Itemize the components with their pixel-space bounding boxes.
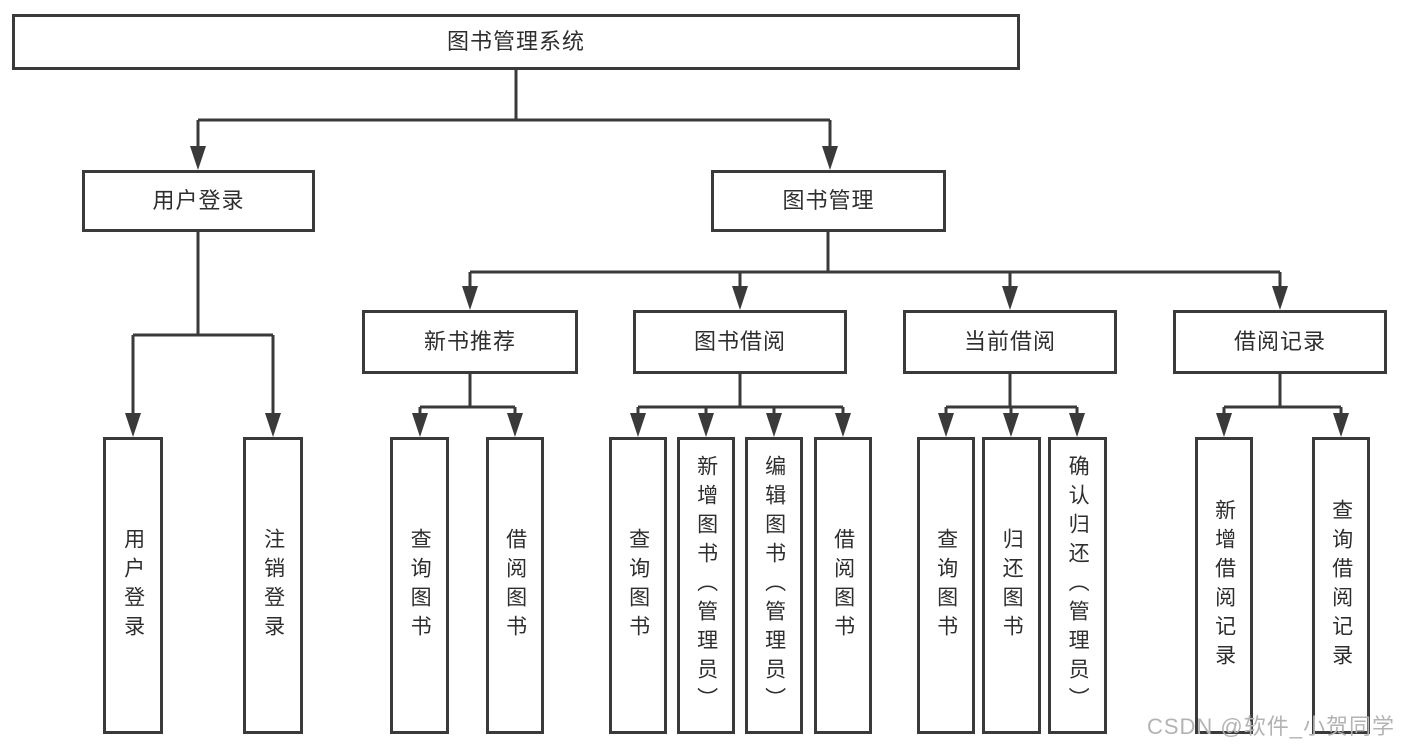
connector-path bbox=[131, 70, 1343, 416]
node-library-management-system: 图书管理系统 bbox=[12, 14, 1020, 70]
arrowhead bbox=[190, 146, 206, 170]
arrowheads bbox=[125, 146, 1349, 437]
arrowhead bbox=[1003, 413, 1019, 437]
node-borrow-books-recommend: 借阅图书 bbox=[486, 437, 544, 734]
arrowhead bbox=[507, 413, 523, 437]
arrowhead bbox=[1216, 413, 1232, 437]
arrowhead bbox=[265, 413, 281, 437]
arrowhead bbox=[822, 146, 838, 170]
arrowhead bbox=[835, 413, 851, 437]
node-leaf-user-login: 用户登录 bbox=[103, 437, 163, 734]
arrowhead bbox=[938, 413, 954, 437]
node-leaf-logout-login: 注销登录 bbox=[243, 437, 303, 734]
node-new-book-recommendation: 新书推荐 bbox=[362, 310, 578, 374]
node-borrowing-records: 借阅记录 bbox=[1173, 310, 1387, 374]
node-query-books-recommend: 查询图书 bbox=[390, 437, 449, 734]
node-add-books-admin: 新增图书（管理员） bbox=[677, 437, 735, 734]
node-query-borrow-record: 查询借阅记录 bbox=[1312, 437, 1370, 734]
arrowhead bbox=[125, 413, 141, 437]
node-book-management: 图书管理 bbox=[711, 170, 946, 232]
arrowhead bbox=[630, 413, 646, 437]
node-return-books: 归还图书 bbox=[982, 437, 1041, 734]
arrowhead bbox=[1069, 413, 1085, 437]
node-query-books-current: 查询图书 bbox=[917, 437, 975, 734]
node-book-borrowing: 图书借阅 bbox=[633, 310, 847, 374]
arrowhead bbox=[462, 286, 478, 310]
node-borrow-books-borrow: 借阅图书 bbox=[814, 437, 872, 734]
node-user-login: 用户登录 bbox=[82, 170, 315, 232]
arrowhead bbox=[766, 413, 782, 437]
arrowhead bbox=[1272, 286, 1288, 310]
arrowhead bbox=[412, 413, 428, 437]
arrowhead bbox=[698, 413, 714, 437]
arrowhead bbox=[732, 286, 748, 310]
arrowhead bbox=[1002, 286, 1018, 310]
node-current-borrowing: 当前借阅 bbox=[903, 310, 1117, 374]
csdn-watermark: CSDN @软件_小贺同学 bbox=[1146, 714, 1395, 739]
node-query-books-borrow: 查询图书 bbox=[609, 437, 667, 734]
node-confirm-return-admin: 确认归还（管理员） bbox=[1048, 437, 1107, 734]
node-edit-books-admin: 编辑图书（管理员） bbox=[745, 437, 803, 734]
arrowhead bbox=[1333, 413, 1349, 437]
node-add-borrow-record: 新增借阅记录 bbox=[1195, 437, 1253, 734]
